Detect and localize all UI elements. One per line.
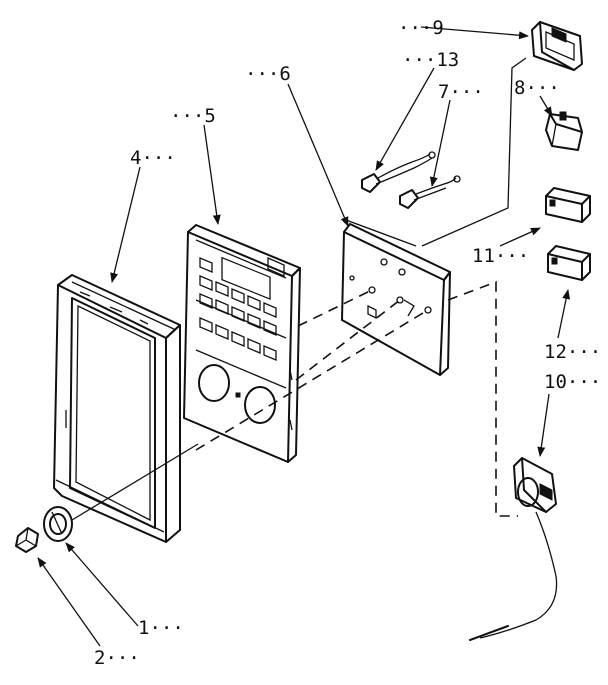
- callout-5: ···5: [170, 105, 216, 127]
- circuit-board-part: [341, 223, 451, 376]
- callout-10: 10···: [544, 371, 601, 393]
- shaft-line: [71, 443, 199, 521]
- connector-block-part-11: [545, 187, 591, 223]
- relay-part: [545, 111, 583, 151]
- door-frame-part: [53, 274, 181, 543]
- callout-8: 8···: [514, 77, 560, 99]
- timer-motor-part: [469, 457, 558, 641]
- leader-arrows: [37, 26, 571, 647]
- callout-1: 1···: [138, 617, 184, 639]
- wire-plug-part-7: [399, 175, 461, 209]
- callout-labels: ···9 ···13 7··· 8··· ···6 ···5 4··· 11··…: [94, 17, 601, 669]
- connector-block-part-12: [547, 245, 591, 281]
- transformer-part: [531, 21, 583, 71]
- knob-part-2: [15, 527, 39, 553]
- callout-13: ···13: [402, 49, 459, 71]
- knob-nut-part-1: [43, 506, 73, 542]
- callout-11: 11···: [472, 245, 529, 267]
- callout-2: 2···: [94, 647, 140, 669]
- callout-9: ···9: [398, 17, 444, 39]
- callout-12: 12···: [544, 341, 601, 363]
- callout-7: 7···: [438, 81, 484, 103]
- alignment-lines: [195, 57, 527, 517]
- callout-4: 4···: [130, 147, 176, 169]
- wire-plug-part-13: [361, 151, 436, 193]
- control-panel-part: [183, 224, 301, 463]
- callout-6: ···6: [245, 63, 291, 85]
